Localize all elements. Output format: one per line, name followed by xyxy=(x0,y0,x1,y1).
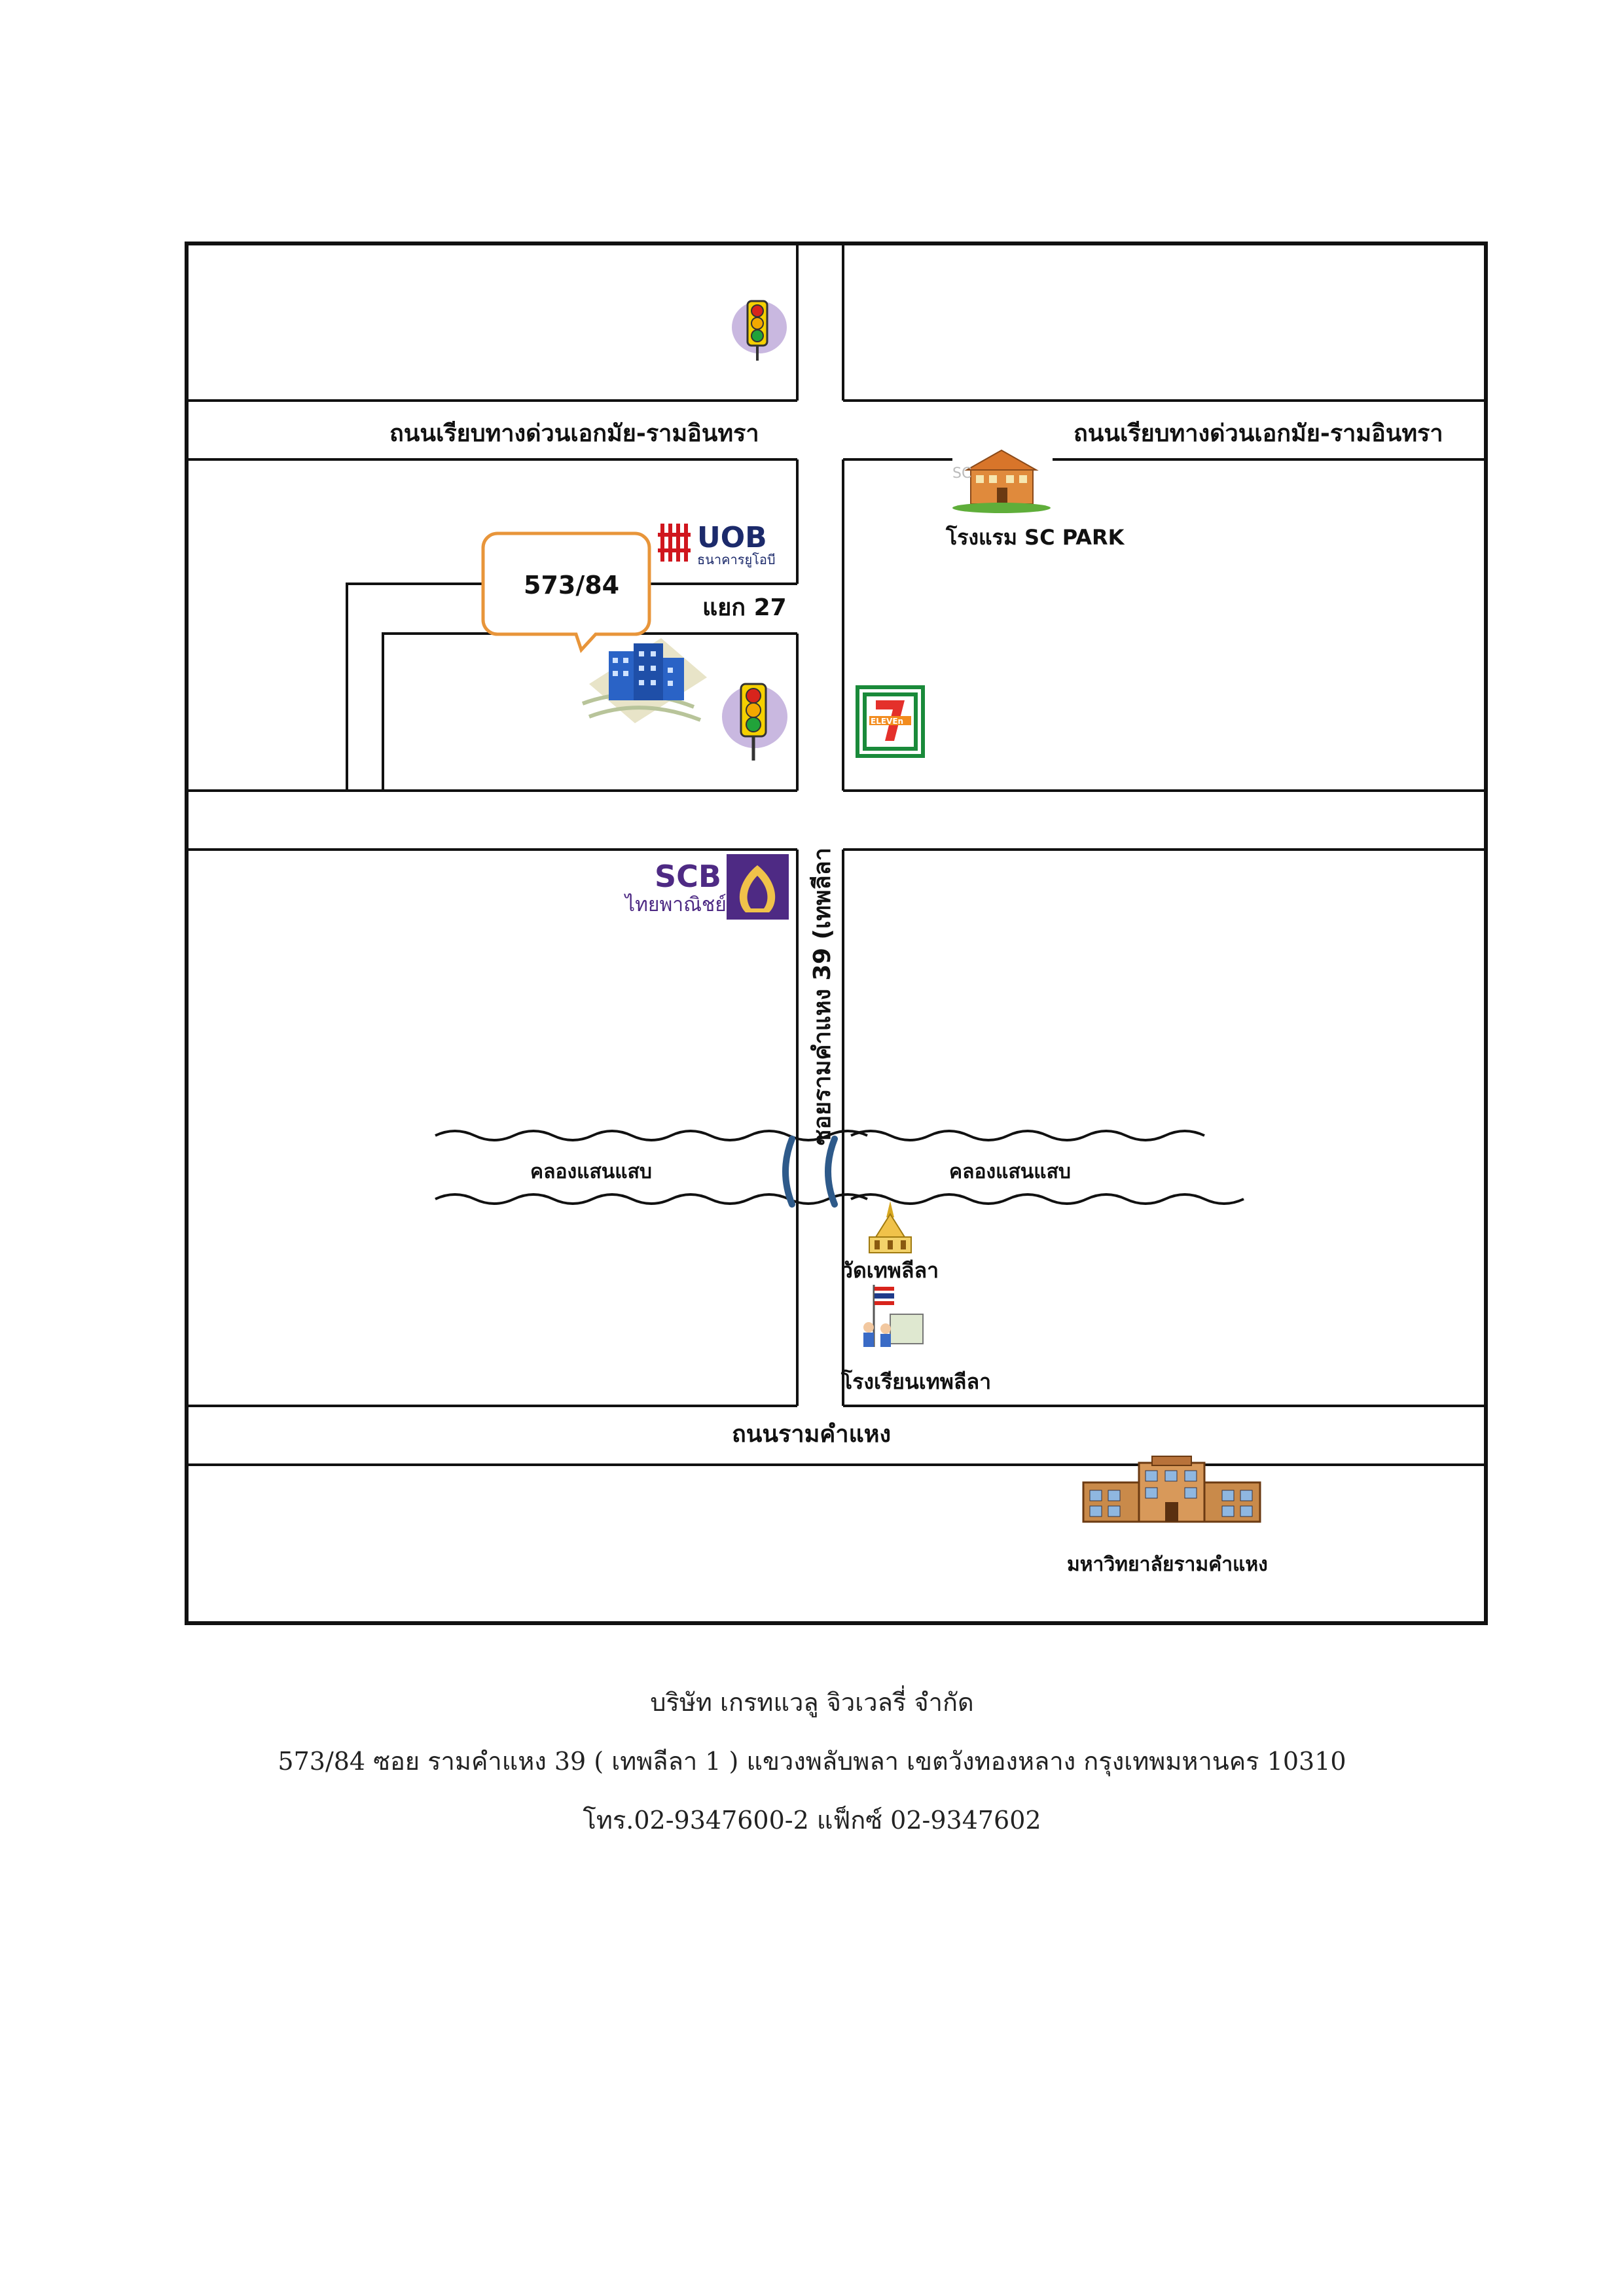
map-frame xyxy=(185,242,1488,1625)
temple-icon xyxy=(869,1201,912,1253)
city-blocks xyxy=(187,243,1486,1466)
main-road-label: ถนนรามคำแหง xyxy=(732,1421,891,1448)
company-address: 573/84 ซอย รามคำแหง 39 ( เทพลีลา 1 ) แขว… xyxy=(278,1747,1346,1776)
school-icon xyxy=(854,1282,926,1354)
university-icon xyxy=(1082,1456,1261,1523)
university-label: มหาวิทยาลัยรามคำแหง xyxy=(1067,1553,1268,1576)
school-label: โรงเรียนเทพลีลา xyxy=(840,1369,991,1394)
hotel-icon: SC xyxy=(952,445,1051,513)
destination-callout: 573/84 xyxy=(481,531,651,653)
soi-label: ซอยรามคำแหง 39 (เทพลีลา xyxy=(809,848,836,1145)
svg-text:SC: SC xyxy=(952,465,971,482)
uob-logo: UOB ธนาคารยูโอบี xyxy=(658,521,776,568)
canal-label-right: คลองแสนแสบ xyxy=(949,1160,1071,1183)
scb-logo: SCB ไทยพาณิชย์ xyxy=(624,854,789,920)
uob-logo-text: UOB xyxy=(697,521,767,554)
intersection-label: แยก 27 xyxy=(702,594,787,621)
company-name: บริษัท เกรทแวลู จิวเวลรี่ จำกัด xyxy=(650,1688,974,1717)
hotel-label: โรงแรม SC PARK xyxy=(945,525,1125,550)
office-building-icon xyxy=(581,638,707,723)
seven-eleven-logo: ELEVEn xyxy=(856,685,925,758)
seven-eleven-text: ELEVEn xyxy=(871,717,903,726)
expressway-label-left: ถนนเรียบทางด่วนเอกมัย-รามอินทรา xyxy=(389,420,759,447)
uob-logo-sub: ธนาคารยูโอบี xyxy=(697,552,776,568)
scb-logo-text: SCB xyxy=(655,859,721,894)
temple-label: วัดเทพลีลา xyxy=(841,1258,939,1283)
destination-label: 573/84 xyxy=(524,571,619,600)
scb-logo-sub: ไทยพาณิชย์ xyxy=(624,893,727,916)
traffic-light-icon xyxy=(732,300,787,361)
canal-label-left: คลองแสนแสบ xyxy=(530,1160,652,1183)
company-contact: โทร.02-9347600-2 แฟ็กซ์ 02-9347602 xyxy=(583,1806,1041,1835)
bridge-icon xyxy=(782,1136,838,1208)
expressway-label-right: ถนนเรียบทางด่วนเอกมัย-รามอินทรา xyxy=(1074,420,1443,447)
traffic-light-icon xyxy=(722,683,787,761)
